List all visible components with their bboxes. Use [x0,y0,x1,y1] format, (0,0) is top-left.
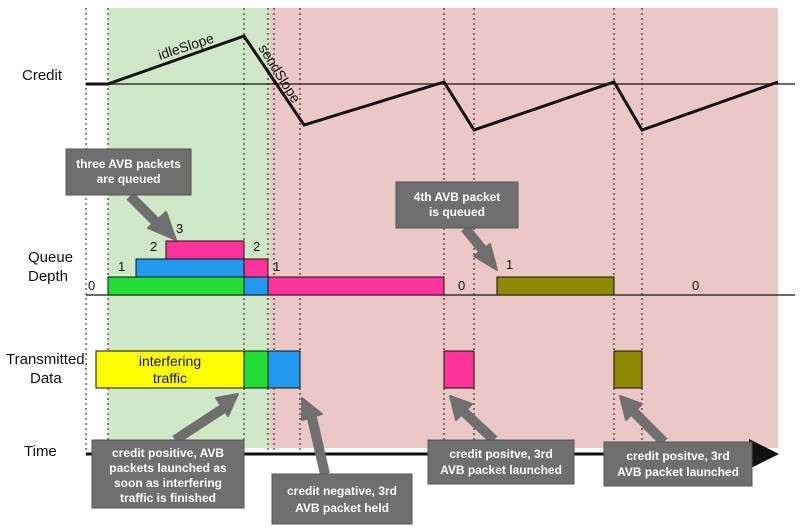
queue-count-label: 2 [253,239,260,254]
queue-magenta-packet [165,240,245,260]
transmitted-magenta-packet [443,350,475,389]
time-row-label: Time [24,443,57,460]
queue-magenta-packet-remaining [243,258,269,278]
callout-text-line: credit positve, 3rd [449,447,552,461]
transmitted-row-label-line1: Transmitted [6,351,85,368]
transmitted-olive-packet [613,350,643,389]
callout-text-line: 4th AVB packet [414,190,501,204]
callout-text-line: credit positve, 3rd [626,449,729,463]
callout-arrowhead [619,395,643,421]
callout-text-line: traffic is finished [120,491,216,505]
callout-arrowhead [301,397,323,421]
callout-credit-negative-held: credit negative, 3rd AVB packet held [271,473,413,525]
queue-count-label: 0 [458,278,465,293]
callout-arrow [630,408,668,446]
red-zone [270,8,778,448]
callout-arrowhead [449,395,473,421]
transmitted-blue-packet [267,350,301,389]
callout-credit-positive-3rd-launched-a: credit positve, 3rd AVB packet launched [427,439,575,485]
callout-text-line: AVB packet launched [617,465,739,479]
credit-row-label: Credit [22,67,63,84]
queue-count-label: 1 [273,259,280,274]
callout-text-line: AVB packet launched [440,463,562,477]
callout-box [427,439,575,485]
callout-text-line: AVB packet held [295,501,389,515]
callout-arrow [307,416,330,476]
queue-green-packet [107,276,245,296]
callout-box [271,473,413,525]
callout-text-line: soon as interfering [114,476,222,490]
queue-row-label-line1: Queue [28,249,73,266]
callout-arrowhead [215,393,239,417]
callout-box [91,439,245,509]
callout-box [395,181,519,229]
transmitted-green-packet [243,350,269,389]
queue-count-label: 0 [692,278,699,293]
callout-arrowhead [147,211,177,241]
callout-credit-positive-launched: credit positive, AVB packets launched as… [91,439,245,509]
callout-box [65,148,192,196]
queue-magenta-packet-held [267,276,445,296]
callout-arrow [460,408,498,444]
queue-count-label: 1 [506,257,513,272]
callout-text-line: packets launched as [109,461,227,475]
interfering-traffic-block [95,350,245,389]
credit-curve [86,34,779,132]
callout-text-line: is queued [429,205,485,219]
callout-text-line: are queued [96,172,160,186]
callout-text-line: three AVB packets [76,157,181,171]
interfering-traffic-label-line2: traffic [153,370,187,386]
queue-count-label: 1 [118,259,125,274]
callout-text-line: credit positive, AVB [112,446,224,460]
callout-arrowhead [473,243,498,271]
callout-arrow [172,403,227,445]
queue-olive-packet [496,276,615,296]
callout-text-line: credit negative, 3rd [287,484,397,498]
callout-credit-positive-3rd-launched-b: credit positve, 3rd AVB packet launched [603,441,753,487]
queue-count-label: 0 [88,278,95,293]
queue-row-label-line2: Depth [28,268,68,285]
queue-blue-packet-remaining [243,276,269,296]
callout-box [603,441,753,487]
queue-blue-packet [135,258,245,278]
callout-three-packets-queued: three AVB packets are queued [65,148,192,196]
callout-arrows [126,192,668,476]
queue-count-label: 2 [150,239,157,254]
queue-count-label: 3 [176,221,183,236]
callout-fourth-packet-queued: 4th AVB packet is queued [395,181,519,229]
interfering-traffic-label-line1: interfering [139,353,201,369]
time-gridlines [85,8,643,450]
transmitted-row-label-line2: Data [30,370,62,387]
